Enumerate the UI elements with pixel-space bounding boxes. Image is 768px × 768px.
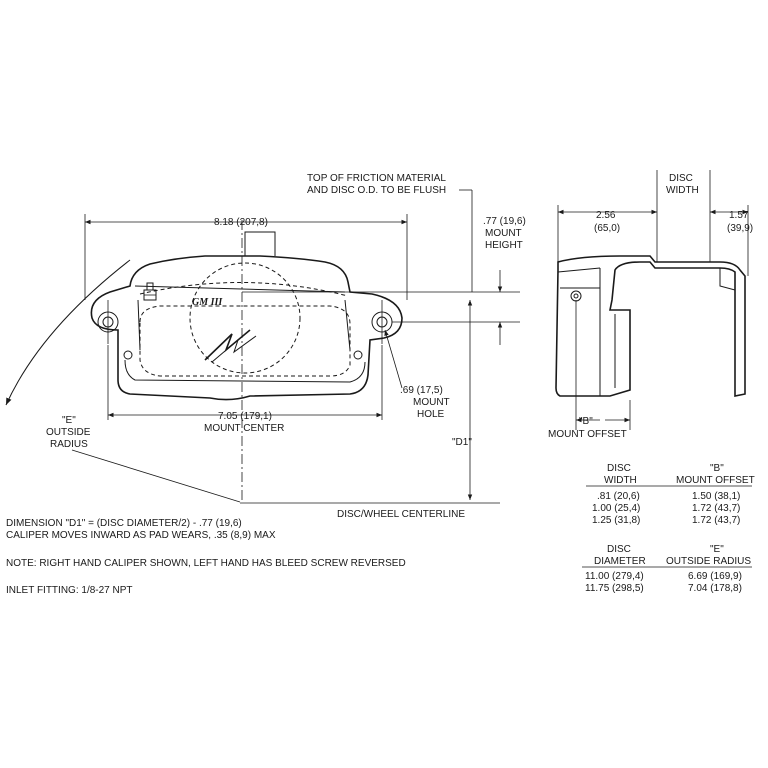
logo-text: GM III <box>192 297 223 308</box>
mount-hole-line1: MOUNT <box>413 397 450 408</box>
flush-note-line1: TOP OF FRICTION MATERIAL <box>307 173 446 184</box>
disc-width-table: DISC WIDTH "B" MOUNT OFFSET .81 (20,6) 1… <box>586 463 755 526</box>
logo-swoosh-icon <box>204 329 257 363</box>
disc-wheel-centerline-label: DISC/WHEEL CENTERLINE <box>337 509 465 520</box>
mount-center-dimension <box>107 345 383 420</box>
piston-outline <box>189 262 301 374</box>
note-dimension-d1: DIMENSION "D1" = (DISC DIAMETER/2) - .77… <box>6 518 242 529</box>
table2-row0-a: 11.00 (279,4) <box>585 571 644 582</box>
table1-row1-b: 1.72 (43,7) <box>692 503 740 514</box>
table2-row1-b: 7.04 (178,8) <box>688 583 742 594</box>
mount-height-line1: MOUNT <box>485 228 522 239</box>
table2-header-right-2: OUTSIDE RADIUS <box>666 556 751 567</box>
table1-row1-a: 1.00 (25,4) <box>592 503 640 514</box>
outside-radius-line1: OUTSIDE <box>46 427 91 438</box>
left-offset-value: 2.56 <box>596 210 616 221</box>
right-offset-metric: (39,9) <box>727 223 753 234</box>
table2-header-right-1: "E" <box>710 544 724 555</box>
mount-hole-line2: HOLE <box>417 409 445 420</box>
mount-center-value: 7.05 (179,1) <box>218 411 272 422</box>
left-offset-metric: (65,0) <box>594 223 620 234</box>
table2-header-left-2: DIAMETER <box>594 556 646 567</box>
mount-offset-b: "B" <box>579 416 593 427</box>
overall-width-value: 8.18 (207,8) <box>214 217 268 228</box>
mount-offset-label: MOUNT OFFSET <box>548 429 627 440</box>
caliper-front-view: GM III <box>90 231 403 401</box>
side-bleed-fitting <box>570 290 582 302</box>
d1-label: "D1" <box>452 437 472 448</box>
table2-row0-b: 6.69 (169,9) <box>688 571 742 582</box>
bleed-lug <box>244 231 276 256</box>
table1-header-right-1: "B" <box>710 463 724 474</box>
caliper-side-view <box>555 255 746 397</box>
mount-height-value: .77 (19,6) <box>483 216 526 227</box>
pad-outline <box>139 305 351 377</box>
note-pad-wear: CALIPER MOVES INWARD AS PAD WEARS, .35 (… <box>6 530 276 541</box>
disc-width-line1: DISC <box>669 173 693 184</box>
table1-header-left-2: WIDTH <box>604 475 637 486</box>
caliper-bridge <box>134 285 346 293</box>
bleed-screw <box>143 282 157 301</box>
note-hand: NOTE: RIGHT HAND CALIPER SHOWN, LEFT HAN… <box>6 558 406 569</box>
right-offset-value: 1.57 <box>729 210 749 221</box>
outside-radius-e: "E" <box>62 415 76 426</box>
table1-header-right-2: MOUNT OFFSET <box>676 475 755 486</box>
flush-note-line2: AND DISC O.D. TO BE FLUSH <box>307 185 446 196</box>
outside-radius-arc <box>5 259 131 406</box>
mount-height-line2: HEIGHT <box>485 240 523 251</box>
table2-row1-a: 11.75 (298,5) <box>585 583 644 594</box>
drawing-notes: DIMENSION "D1" = (DISC DIAMETER/2) - .77… <box>6 518 406 596</box>
table1-row2-b: 1.72 (43,7) <box>692 515 740 526</box>
mount-center-label: MOUNT CENTER <box>204 423 284 434</box>
pad-pin-left <box>123 350 133 360</box>
table1-header-left-1: DISC <box>607 463 631 474</box>
table2-header-left-1: DISC <box>607 544 631 555</box>
table1-row2-a: 1.25 (31,8) <box>592 515 640 526</box>
outside-radius-line2: RADIUS <box>50 439 88 450</box>
table1-row0-b: 1.50 (38,1) <box>692 491 740 502</box>
note-inlet: INLET FITTING: 1/8-27 NPT <box>6 585 133 596</box>
disc-diameter-table: DISC DIAMETER "E" OUTSIDE RADIUS 11.00 (… <box>582 544 752 594</box>
side-view-outline <box>555 255 746 397</box>
overall-width-dimension <box>84 214 408 300</box>
pad-pin-right <box>353 350 363 360</box>
caliper-body-outline <box>90 255 403 401</box>
mount-hole-value: .69 (17,5) <box>400 385 443 396</box>
disc-width-line2: WIDTH <box>666 185 699 196</box>
table1-row0-a: .81 (20,6) <box>597 491 640 502</box>
